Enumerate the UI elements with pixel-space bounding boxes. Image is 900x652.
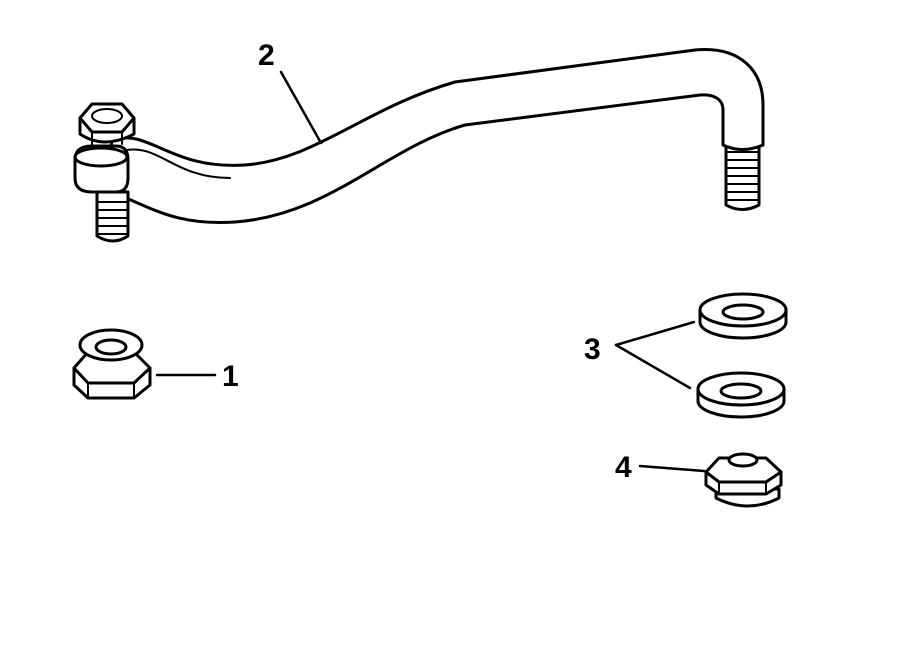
washer-top-part-3 bbox=[698, 292, 788, 340]
callout-1: 1 bbox=[222, 360, 239, 393]
lock-nut-part-1 bbox=[72, 328, 152, 400]
hex-bolt-head bbox=[78, 102, 136, 145]
right-threaded-stud bbox=[724, 138, 761, 211]
leader-line-2 bbox=[279, 70, 323, 145]
hex-nut-part-4 bbox=[704, 452, 783, 508]
leader-line-4 bbox=[638, 464, 706, 473]
leader-line-3b bbox=[614, 343, 692, 390]
callout-2: 2 bbox=[258, 39, 275, 72]
callout-3: 3 bbox=[584, 333, 601, 366]
washer-bottom-part-3 bbox=[696, 371, 786, 419]
callout-4: 4 bbox=[615, 451, 632, 484]
link-rod-part bbox=[73, 48, 765, 243]
leader-line-3a bbox=[614, 320, 696, 347]
rod-body bbox=[103, 48, 765, 224]
left-threaded-stud bbox=[95, 190, 130, 243]
